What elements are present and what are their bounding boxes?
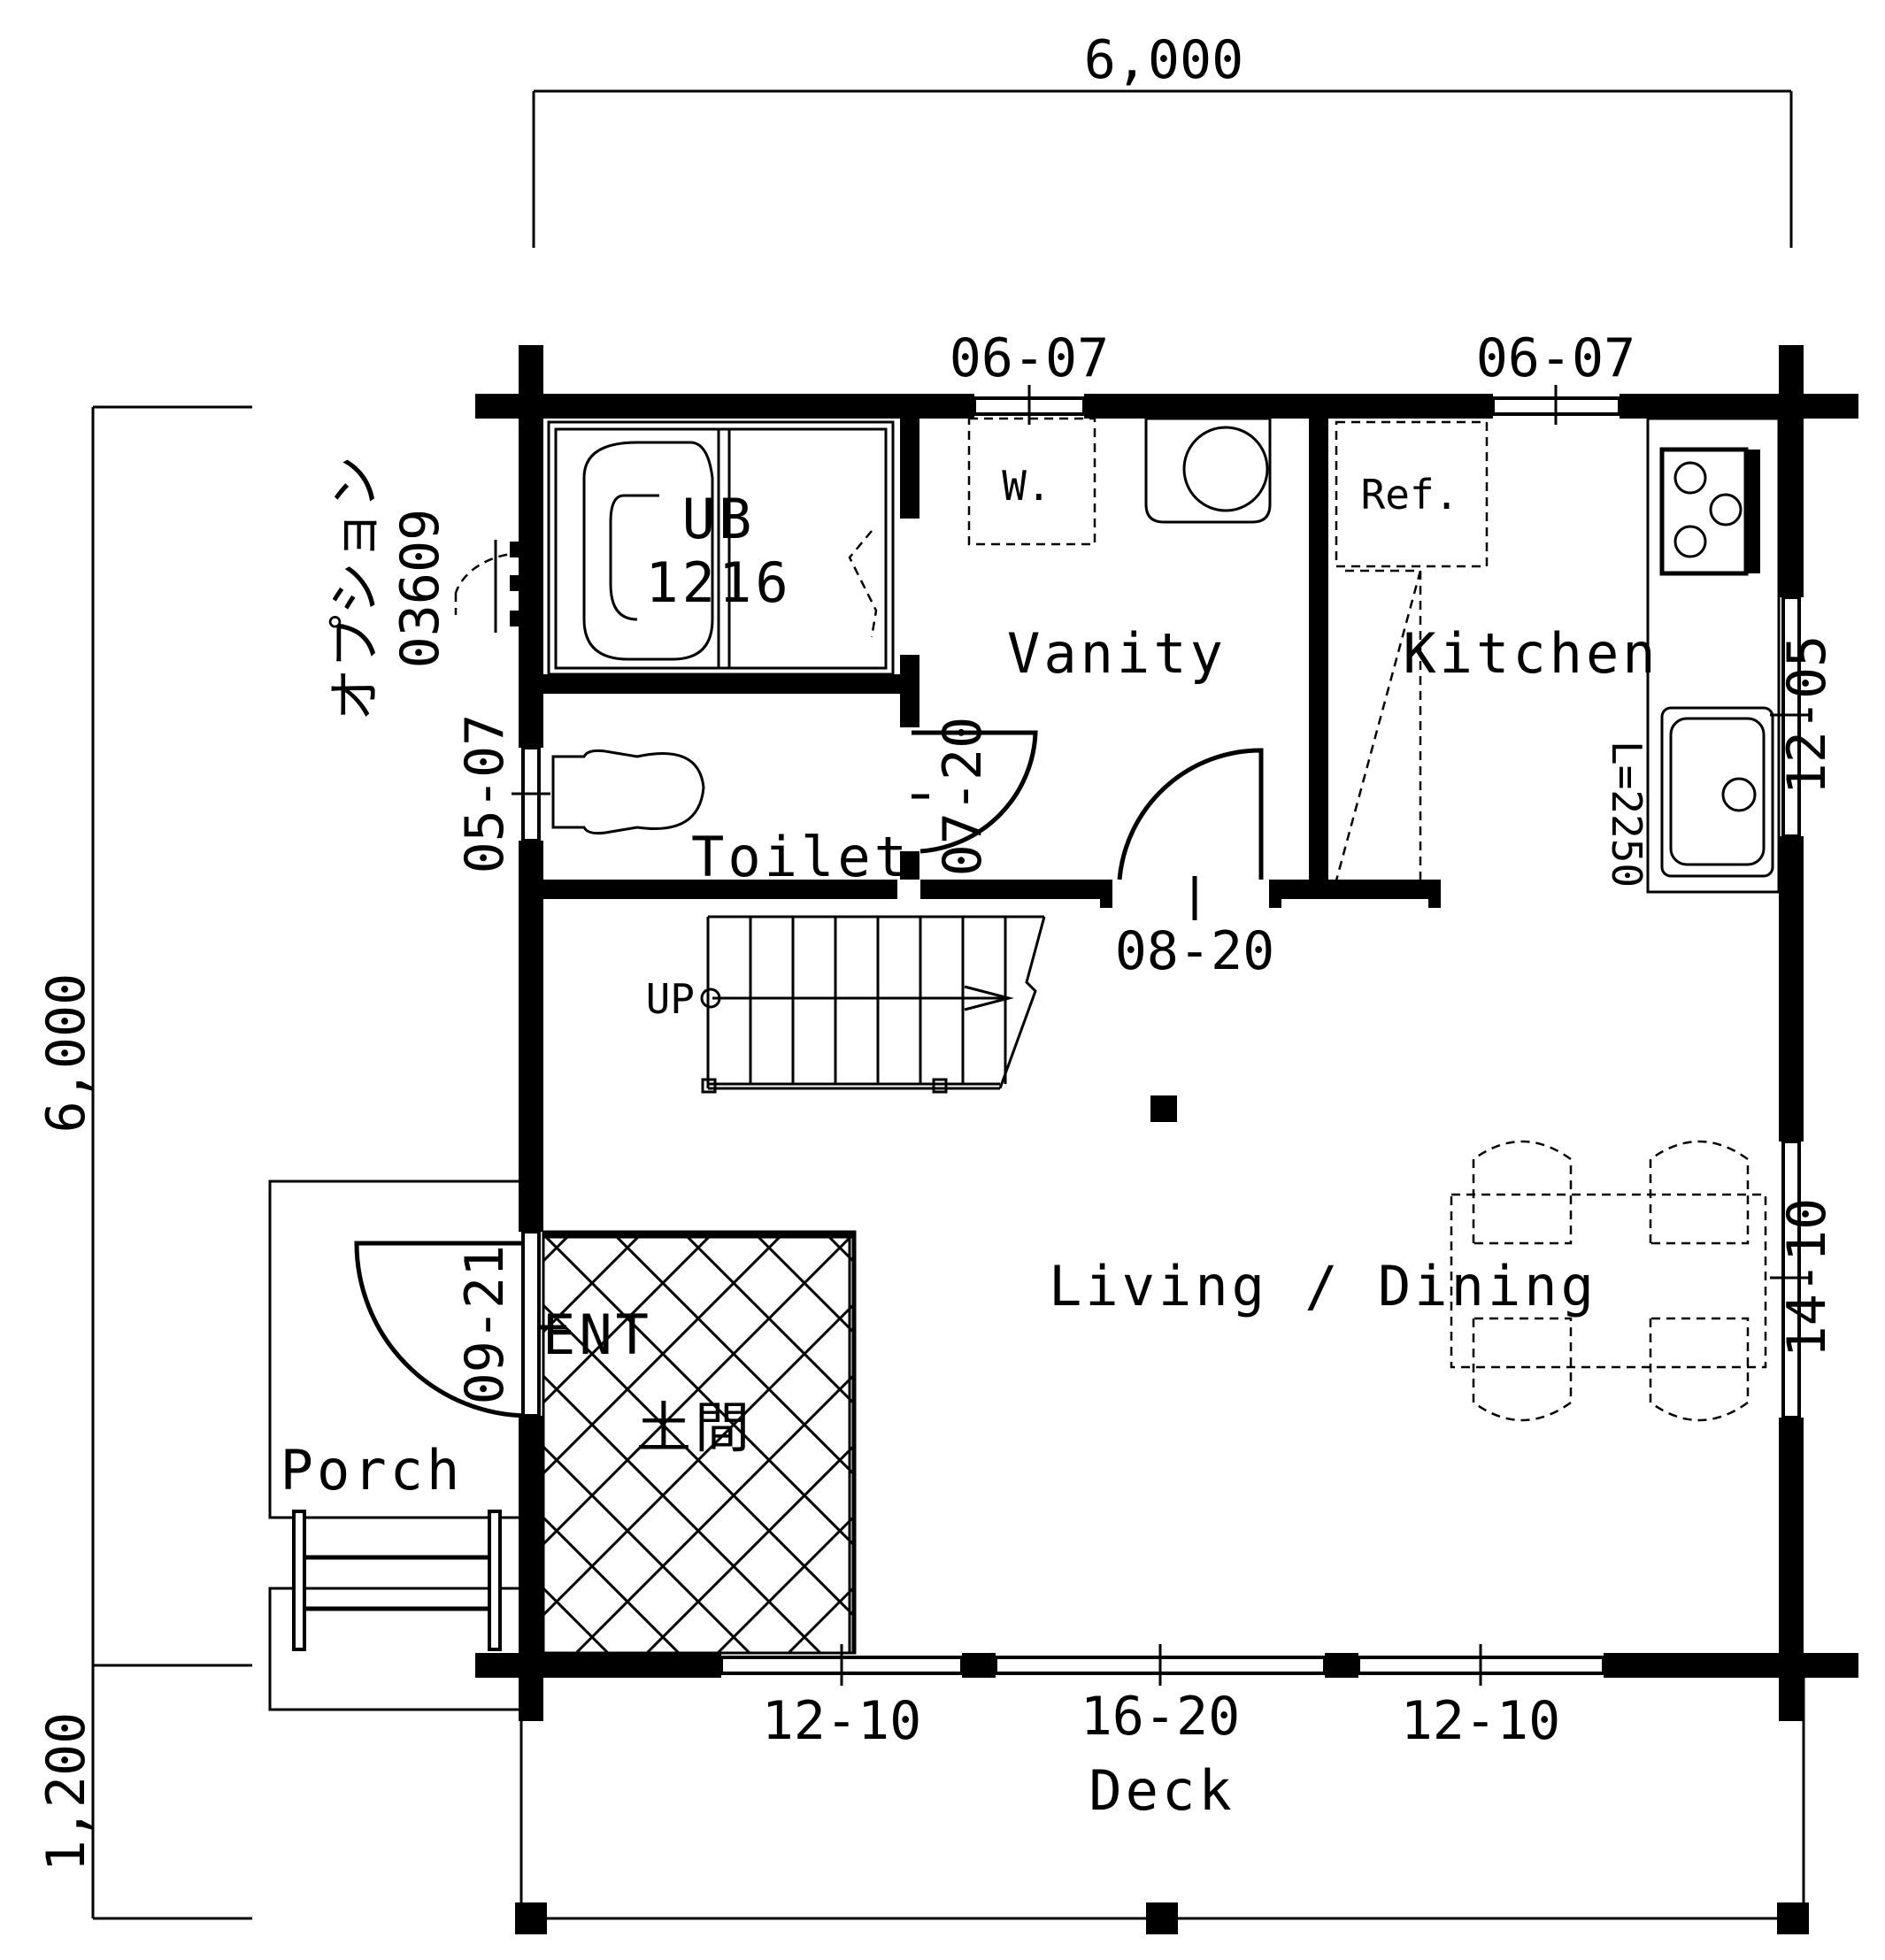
- window-bottom-right-code: 12-10: [1401, 1690, 1561, 1752]
- unit-bath-label-line2: 1216: [645, 550, 791, 615]
- toilet-door-code: 07-20: [932, 717, 994, 877]
- window-toilet-code: 05-07: [454, 714, 516, 874]
- deck-label: Deck: [1089, 1758, 1235, 1823]
- doma-label: 土間: [636, 1395, 753, 1460]
- window-right-upper-code: 12-05: [1776, 635, 1838, 796]
- window-top-right-code: 06-07: [1476, 327, 1636, 389]
- window-top-left-code: 06-07: [950, 327, 1110, 389]
- window-right-lower-code: 14-10: [1776, 1198, 1838, 1358]
- vanity-sink: [1144, 417, 1272, 524]
- unit-bath: [547, 420, 895, 676]
- interior-walls: [543, 416, 1441, 908]
- window-bottom-center-code: 16-20: [1081, 1686, 1241, 1748]
- column: [1150, 1095, 1177, 1122]
- dimension-left-bottom: 1,200: [35, 1712, 97, 1872]
- dining-table: [1450, 1140, 1767, 1422]
- refrigerator-label: Ref.: [1361, 471, 1459, 519]
- entrance-label: ENT: [542, 1303, 652, 1367]
- porch-label: Porch: [281, 1438, 464, 1503]
- living-dining-label: Living / Dining: [1049, 1254, 1597, 1318]
- toilet-label: Toilet: [691, 825, 911, 889]
- entrance-door-swing: [354, 1241, 530, 1418]
- refrigerator: [1335, 420, 1489, 881]
- unit-bath-label-line1: UB: [682, 487, 756, 551]
- exterior-walls: [475, 345, 1858, 1721]
- vanity-door-swing: [1117, 748, 1264, 880]
- deck-outline: [515, 1665, 1809, 1934]
- toilet-fixture: [551, 749, 705, 835]
- option-window-icon: [454, 540, 523, 633]
- dimension-left: 6,000: [35, 973, 97, 1134]
- dimension-top: 6,000: [1084, 29, 1244, 91]
- porch-outline: [268, 1180, 522, 1711]
- washer-label: W.: [1002, 462, 1050, 510]
- kitchen-label: Kitchen: [1403, 621, 1658, 686]
- option-window-code: 03609: [389, 509, 451, 669]
- vanity-door-code: 08-20: [1115, 920, 1275, 982]
- washer: [967, 417, 1096, 546]
- counter-length-label: L=2250: [1603, 741, 1650, 888]
- vanity-label: Vanity: [1007, 621, 1227, 686]
- stair-up-label: UP: [646, 975, 695, 1023]
- entrance-door-code: 09-21: [454, 1245, 516, 1405]
- kitchen-counter: [1646, 417, 1781, 894]
- windows: [512, 385, 1812, 1686]
- window-bottom-left-code: 12-10: [762, 1690, 922, 1752]
- stairs: [700, 915, 1046, 1094]
- toilet-door-swing: [912, 730, 1038, 854]
- entrance-door-opening: [521, 1230, 541, 1418]
- doma-floor: [542, 1230, 857, 1655]
- option-window-label: オプション: [325, 456, 387, 721]
- dimension-lines: [91, 89, 1793, 1920]
